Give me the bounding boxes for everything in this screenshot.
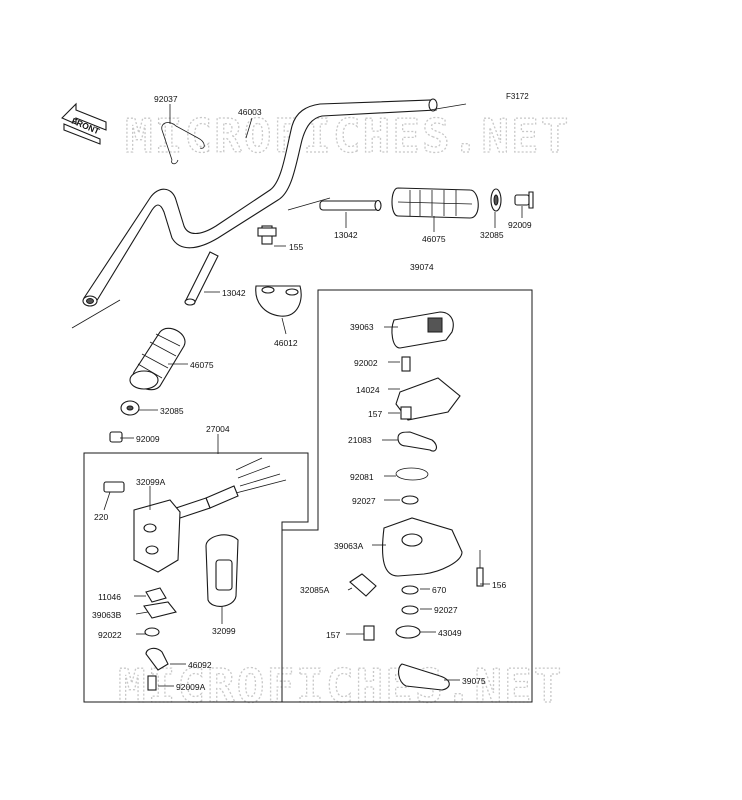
label-46075-right: 46075 xyxy=(422,234,446,244)
label-39075: 39075 xyxy=(462,676,486,686)
label-32099A: 32099A xyxy=(136,477,166,487)
front-arrow-icon: FRONT xyxy=(61,102,107,145)
leader-lines xyxy=(103,104,523,687)
label-157-bottom: 157 xyxy=(326,630,340,640)
label-27004: 27004 xyxy=(206,424,230,434)
label-92027-top: 92027 xyxy=(352,496,376,506)
label-14024: 14024 xyxy=(356,385,380,395)
label-21083: 21083 xyxy=(348,435,372,445)
label-92002: 92002 xyxy=(354,358,378,368)
label-39063A: 39063A xyxy=(334,541,364,551)
label-13042-right: 13042 xyxy=(334,230,358,240)
label-46075-left: 46075 xyxy=(190,360,214,370)
label-32085-left: 32085 xyxy=(160,406,184,416)
label-32085-right: 32085 xyxy=(480,230,504,240)
label-670: 670 xyxy=(432,585,446,595)
label-46092: 46092 xyxy=(188,660,212,670)
left-grip-assembly xyxy=(109,251,219,443)
label-157-top: 157 xyxy=(368,409,382,419)
label-156: 156 xyxy=(492,580,506,590)
figure-id: F3172 xyxy=(506,92,529,101)
label-92009A: 92009A xyxy=(176,682,206,692)
label-92009-right: 92009 xyxy=(508,220,532,230)
label-39063: 39063 xyxy=(350,322,374,332)
label-220: 220 xyxy=(94,512,108,522)
label-46012: 46012 xyxy=(274,338,298,348)
label-92027-bottom: 92027 xyxy=(434,605,458,615)
label-32099: 32099 xyxy=(212,626,236,636)
label-13042-left: 13042 xyxy=(222,288,246,298)
label-32085A: 32085A xyxy=(300,585,330,595)
label-92009-left: 92009 xyxy=(136,434,160,444)
clamp-46012 xyxy=(255,225,302,317)
label-155: 155 xyxy=(289,242,303,252)
label-46003: 46003 xyxy=(238,107,262,117)
handlebar-46003 xyxy=(71,98,467,329)
label-39063B: 39063B xyxy=(92,610,122,620)
label-43049: 43049 xyxy=(438,628,462,638)
label-92081: 92081 xyxy=(350,472,374,482)
label-92022: 92022 xyxy=(98,630,122,640)
right-grip-assembly xyxy=(287,187,534,219)
label-92037: 92037 xyxy=(154,94,178,104)
part-labels: 92037 46003 13042 46075 32085 92009 155 … xyxy=(92,94,532,692)
right-switch-parts xyxy=(349,311,484,691)
clip-92037 xyxy=(161,122,205,165)
switch-box-left xyxy=(83,452,309,703)
watermark-bottom: MICROFICHES.NET xyxy=(118,659,563,713)
label-39074: 39074 xyxy=(410,262,434,272)
left-switch-parts xyxy=(103,457,287,691)
watermark-top: MICROFICHES.NET xyxy=(125,109,570,163)
label-11046: 11046 xyxy=(98,592,121,602)
